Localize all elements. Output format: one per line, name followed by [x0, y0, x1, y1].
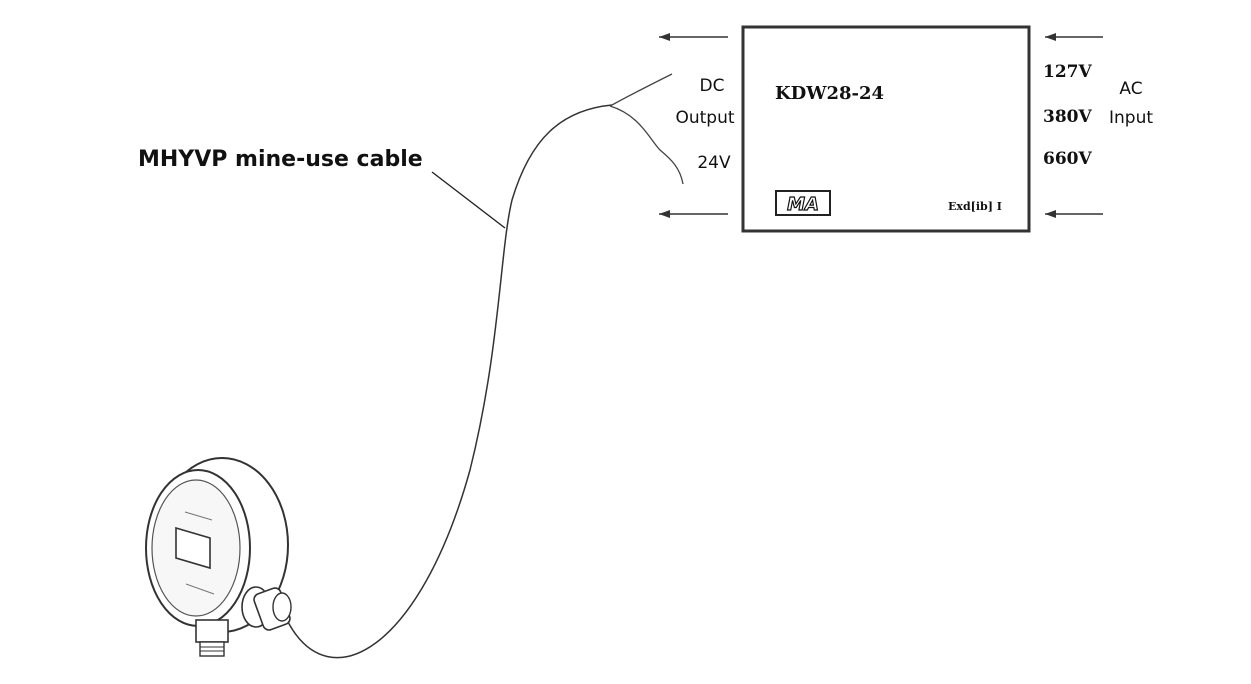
cable-label: MHYVP mine-use cable	[138, 147, 423, 172]
ma-mark: MA	[775, 190, 831, 216]
output-label: Output	[675, 108, 734, 128]
explosion-proof-mark: Exd[ib] I	[948, 200, 1002, 213]
gauge-mark	[184, 511, 213, 521]
arrow-right-bottom	[1045, 210, 1103, 218]
gauge-mark	[185, 583, 215, 595]
dc-label: DC	[700, 76, 725, 96]
wire-lower	[609, 105, 684, 185]
ma-mark-text: MA	[787, 194, 819, 215]
mhyvp-cable	[287, 104, 613, 659]
input-label: Input	[1109, 108, 1153, 128]
arrow-right-top	[1045, 33, 1103, 41]
voltage-380: 380V	[1043, 107, 1092, 127]
ac-label: AC	[1119, 79, 1142, 99]
arrow-left-top	[659, 33, 728, 41]
gauge-display	[175, 526, 211, 570]
voltage-127: 127V	[1043, 62, 1092, 82]
gauge-cable-connector	[241, 586, 292, 631]
gauge-pressure-port	[195, 619, 229, 657]
dc-voltage-label: 24V	[697, 153, 731, 173]
power-supply-model: KDW28-24	[775, 83, 884, 104]
voltage-660: 660V	[1043, 149, 1092, 169]
pressure-gauge	[145, 457, 292, 657]
wire-upper	[611, 73, 673, 106]
arrow-left-bottom	[659, 210, 728, 218]
cable-leader-line	[431, 171, 506, 229]
